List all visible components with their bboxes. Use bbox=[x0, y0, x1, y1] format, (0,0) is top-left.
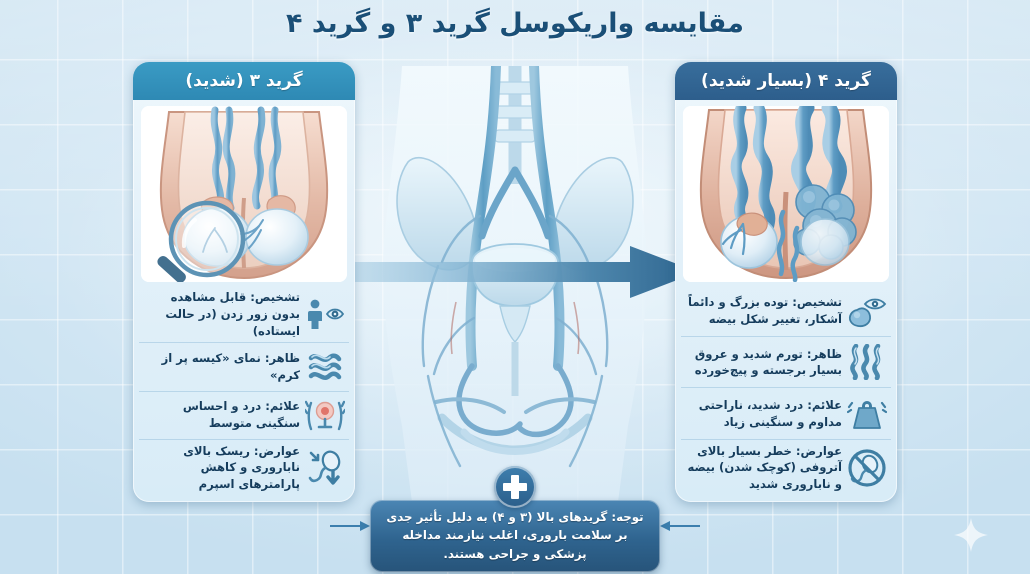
weight-heaviness-icon bbox=[847, 394, 887, 434]
no-sperm-icon bbox=[847, 448, 887, 488]
note-arrow-right bbox=[660, 521, 700, 531]
row-grade3-appearance[interactable]: ظاهر: نمای «کیسه پر از کرم» bbox=[139, 342, 349, 390]
sperm-decline-icon bbox=[305, 448, 345, 488]
sparkle-icon bbox=[954, 518, 988, 552]
scrotum-varicocele-grade4-illustration bbox=[683, 106, 889, 282]
row-grade4-symptoms[interactable]: علائم: درد شدید، ناراحتی مداوم و سنگینی … bbox=[681, 387, 891, 438]
row-grade4-complications-text: عوارض: خطر بسیار بالای آتروفی (کوچک شدن)… bbox=[687, 443, 842, 492]
row-grade4-symptoms-text: علائم: درد شدید، ناراحتی مداوم و سنگینی … bbox=[698, 397, 842, 429]
panel-grade-3-rows: تشخیص: قابل مشاهده بدون زور زدن (در حالت… bbox=[133, 284, 355, 502]
eye-mass-icon bbox=[847, 291, 887, 331]
row-grade3-diagnosis-text: تشخیص: قابل مشاهده بدون زور زدن (در حالت… bbox=[165, 290, 300, 338]
note-arrow-left bbox=[330, 521, 370, 531]
row-grade3-complications[interactable]: عوارض: ریسک بالای ناباروری و کاهش پارامت… bbox=[139, 438, 349, 496]
pain-heaviness-icon bbox=[305, 395, 345, 435]
panel-grade-4-rows: تشخیص: توده بزرگ و دائماً آشکار، تغییر ش… bbox=[675, 284, 897, 502]
bottom-note: توجه: گریدهای بالا (۳ و ۴) به دلیل تأثیر… bbox=[370, 500, 660, 572]
scrotum-varicocele-grade3-illustration bbox=[141, 106, 347, 282]
center-anatomy-illustration bbox=[368, 66, 662, 502]
row-grade3-appearance-text: ظاهر: نمای «کیسه پر از کرم» bbox=[161, 351, 300, 382]
row-grade4-diagnosis[interactable]: تشخیص: توده بزرگ و دائماً آشکار، تغییر ش… bbox=[681, 286, 891, 336]
row-grade3-complications-text: عوارض: ریسک بالای ناباروری و کاهش پارامت… bbox=[183, 443, 300, 492]
medical-cross-icon bbox=[494, 466, 536, 508]
row-grade3-symptoms-text: علائم: درد و احساس سنگینی متوسط bbox=[182, 399, 300, 431]
panel-grade-4-header: گرید ۴ (بسیار شدید) bbox=[675, 62, 897, 100]
standing-person-eye-icon bbox=[305, 294, 345, 334]
row-grade4-complications[interactable]: عوارض: خطر بسیار بالای آتروفی (کوچک شدن)… bbox=[681, 438, 891, 496]
row-grade4-appearance[interactable]: ظاهر: تورم شدید و عروق بسیار برجسته و پی… bbox=[681, 336, 891, 387]
row-grade4-diagnosis-text: تشخیص: توده بزرگ و دائماً آشکار، تغییر ش… bbox=[688, 295, 842, 327]
row-grade4-appearance-text: ظاهر: تورم شدید و عروق بسیار برجسته و پی… bbox=[694, 346, 842, 378]
panel-grade-3[interactable]: گرید ۳ (شدید) bbox=[133, 62, 355, 502]
bag-of-worms-icon bbox=[305, 347, 345, 387]
panel-grade-4[interactable]: گرید ۴ (بسیار شدید) bbox=[675, 62, 897, 502]
page-title: مقایسه واریکوسل گرید ۳ و گرید ۴ bbox=[286, 8, 744, 39]
panel-grade-3-header: گرید ۳ (شدید) bbox=[133, 62, 355, 100]
row-grade3-diagnosis[interactable]: تشخیص: قابل مشاهده بدون زور زدن (در حالت… bbox=[139, 286, 349, 342]
twisted-veins-icon bbox=[847, 342, 887, 382]
row-grade3-symptoms[interactable]: علائم: درد و احساس سنگینی متوسط bbox=[139, 390, 349, 439]
cross-bar-vertical bbox=[511, 475, 519, 499]
